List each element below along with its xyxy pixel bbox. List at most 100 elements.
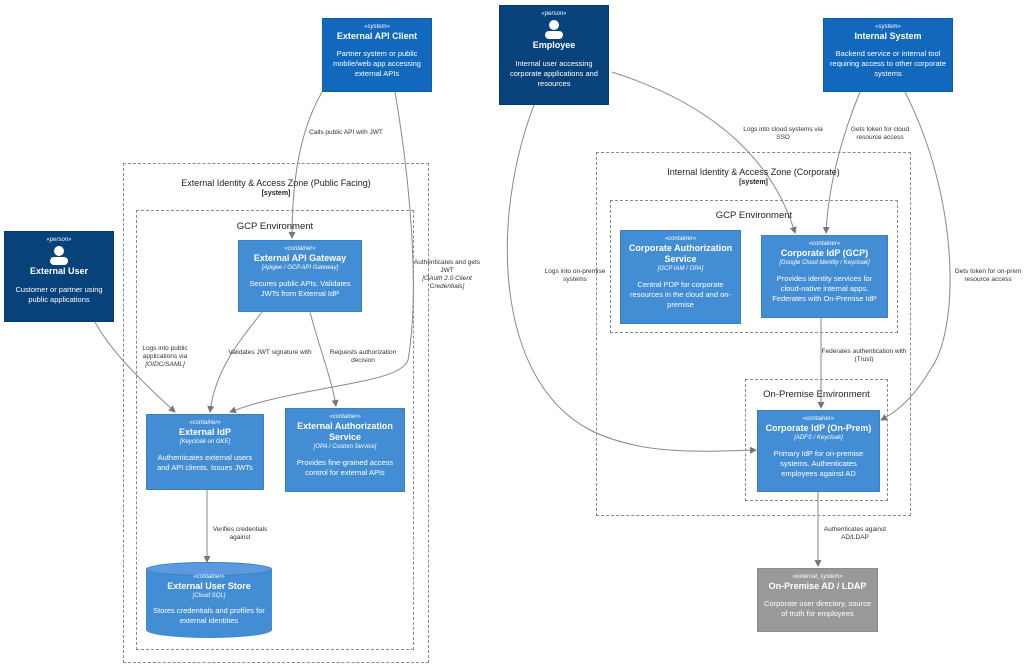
external-gcp-title: GCP Environment bbox=[236, 221, 314, 232]
edge-label-requests-authz: Requests authorization decision bbox=[321, 349, 405, 365]
edge-label-text: Logs into on-premise systems bbox=[544, 268, 606, 283]
stereotype-label: «system» bbox=[875, 24, 901, 30]
edge-label-text: Gets token for on-prem resource access bbox=[954, 268, 1022, 283]
node-technology: [Apigee / GCP API Gateway] bbox=[261, 265, 339, 271]
stereotype-label: «container» bbox=[808, 241, 841, 247]
node-name: External User Store bbox=[167, 581, 251, 591]
edge-label-logs-onprem: Logs into on-premise systems bbox=[537, 268, 613, 284]
edge-label-verifies-creds: Verifies credentials against bbox=[204, 526, 276, 542]
internal-system-node[interactable]: «system» Internal System Backend service… bbox=[823, 18, 953, 92]
edge-logs-cloud bbox=[611, 71, 797, 234]
stereotype-label: «person» bbox=[46, 237, 72, 243]
node-technology: [ADFS / Keycloak] bbox=[794, 435, 843, 441]
external-idp-node[interactable]: «container» External IdP [Keycloak on GK… bbox=[146, 414, 264, 490]
node-description: Internal user accessing corporate applic… bbox=[510, 59, 598, 88]
external-zone-sub: [system] bbox=[261, 190, 291, 197]
node-name: External API Client bbox=[336, 31, 418, 41]
external-identity-zone: External Identity & Access Zone (Public … bbox=[123, 163, 429, 663]
node-description: Authenticates external users and API cli… bbox=[157, 453, 253, 472]
internal-gcp-environment: GCP Environment bbox=[610, 200, 898, 333]
node-technology: [OPA / Custom Service] bbox=[313, 444, 377, 450]
edge-label-text: Authenticates against AD/LDAP bbox=[823, 526, 887, 541]
node-description: Stores credentials and profiles for exte… bbox=[153, 606, 265, 625]
edge-label-text: Verifies credentials against bbox=[212, 526, 268, 541]
stereotype-label: «container» bbox=[664, 236, 697, 242]
edge-label-text: Requests authorization decision bbox=[329, 349, 397, 364]
edge-label-text: Gets token for cloud resource access bbox=[850, 126, 910, 141]
node-name: Corporate Authorization Service bbox=[628, 243, 733, 264]
internal-gcp-title: GCP Environment bbox=[715, 210, 793, 221]
node-description: Provides fine-grained access control for… bbox=[296, 458, 394, 477]
corporate-authz-node[interactable]: «container» Corporate Authorization Serv… bbox=[620, 230, 741, 324]
node-technology: [Google Cloud Identity / Keycloak] bbox=[779, 260, 870, 266]
node-description: Corporate user directory, source of trut… bbox=[764, 599, 871, 618]
edge-label-validates-jwt: Validates JWT signature with bbox=[226, 349, 314, 357]
edge-label-text: Logs into cloud systems via SSO bbox=[743, 126, 823, 141]
external-gcp-environment: GCP Environment bbox=[136, 210, 414, 650]
stereotype-label: «person» bbox=[541, 11, 567, 17]
edge-auth-gets-jwt bbox=[229, 91, 414, 414]
person-icon bbox=[545, 20, 563, 39]
node-name: External IdP bbox=[178, 427, 232, 437]
external-user-store-node[interactable]: «container» External User Store [Cloud S… bbox=[146, 562, 272, 638]
edge-label-gets-token-onprem: Gets token for on-prem resource access bbox=[946, 268, 1030, 284]
node-description: Central PDP for corporate resources in t… bbox=[630, 280, 731, 309]
cylinder-content: «container» External User Store [Cloud S… bbox=[146, 572, 272, 638]
node-name: External API Gateway bbox=[253, 253, 347, 263]
edge-label-tech: [OAuth 2.0 Client Credentials] bbox=[422, 275, 472, 290]
node-technology: [Keycloak on GKE] bbox=[179, 439, 231, 445]
cylinder-top bbox=[146, 562, 272, 576]
node-name: On-Premise AD / LDAP bbox=[768, 581, 867, 591]
node-technology: [Cloud SQL] bbox=[192, 593, 226, 599]
edge-label-tech: [OIDC/SAML] bbox=[145, 361, 185, 368]
external-api-gateway-node[interactable]: «container» External API Gateway [Apigee… bbox=[238, 240, 362, 312]
external-zone-title: External Identity & Access Zone (Public … bbox=[181, 178, 371, 188]
edge-label-logs-cloud: Logs into cloud systems via SSO bbox=[738, 126, 828, 142]
corporate-idp-onprem-node[interactable]: «container» Corporate IdP (On-Prem) [ADF… bbox=[757, 410, 880, 492]
stereotype-label: «container» bbox=[329, 414, 361, 420]
internal-identity-zone: Internal Identity & Access Zone (Corpora… bbox=[596, 152, 911, 516]
stereotype-label: «container» bbox=[189, 420, 221, 426]
stereotype-label: «system» bbox=[364, 24, 390, 30]
node-description: Provides identity services for cloud-nat… bbox=[772, 274, 877, 303]
edge-label-auth-ad: Authenticates against AD/LDAP bbox=[816, 526, 894, 542]
cylinder-body bbox=[146, 569, 272, 638]
stereotype-label: «container» bbox=[284, 246, 316, 252]
node-description: Secures public APIs. Validates JWTs from… bbox=[249, 279, 351, 298]
edge-label-text: Validates JWT signature with bbox=[228, 349, 312, 356]
node-description: Partner system or public mobile/web app … bbox=[333, 49, 421, 78]
edge-logs-public bbox=[94, 321, 176, 413]
onprem-ad-node[interactable]: «external_system» On-Premise AD / LDAP C… bbox=[757, 568, 878, 632]
stereotype-label: «external_system» bbox=[792, 574, 843, 580]
stereotype-label: «container» bbox=[802, 416, 835, 422]
edge-gets-token-onprem bbox=[880, 91, 951, 421]
stereotype-label: «container» bbox=[193, 574, 225, 580]
external-api-client-node[interactable]: «system» External API Client Partner sys… bbox=[322, 18, 432, 92]
node-name: Employee bbox=[532, 40, 576, 50]
edge-logs-onprem bbox=[506, 104, 757, 454]
node-description: Primary IdP for on-premise systems. Auth… bbox=[773, 449, 864, 478]
node-description: Backend service or internal tool requiri… bbox=[830, 49, 946, 78]
internal-zone-sub: [system] bbox=[739, 179, 768, 186]
node-technology: [GCP IAM / OPA] bbox=[657, 266, 704, 272]
internal-zone-title: Internal Identity & Access Zone (Corpora… bbox=[667, 167, 840, 177]
node-name: External Authorization Service bbox=[297, 421, 393, 442]
edge-label-auth-gets-jwt: Authenticates and gets JWT [OAuth 2.0 Cl… bbox=[408, 259, 486, 291]
external-authz-node[interactable]: «container» External Authorization Servi… bbox=[285, 408, 405, 492]
node-name: Internal System bbox=[854, 31, 922, 41]
edge-validates-jwt bbox=[207, 311, 263, 413]
edge-label-calls-api: Calls public API with JWT bbox=[296, 129, 396, 137]
node-description: Customer or partner using public applica… bbox=[15, 285, 103, 304]
external-user-node[interactable]: «person» External User Customer or partn… bbox=[4, 231, 114, 322]
edge-requests-authz bbox=[309, 311, 339, 407]
edge-gets-token-cloud bbox=[822, 91, 861, 234]
corporate-idp-gcp-node[interactable]: «container» Corporate IdP (GCP) [Google … bbox=[761, 235, 888, 318]
node-name: Corporate IdP (GCP) bbox=[780, 248, 869, 258]
edge-label-text: Logs into public applications via bbox=[142, 345, 188, 360]
onprem-environment: On-Premise Environment bbox=[745, 379, 888, 501]
edge-calls-api bbox=[288, 91, 323, 239]
node-name: Corporate IdP (On-Prem) bbox=[765, 423, 872, 433]
person-icon bbox=[50, 246, 68, 265]
employee-node[interactable]: «person» Employee Internal user accessin… bbox=[499, 5, 609, 105]
